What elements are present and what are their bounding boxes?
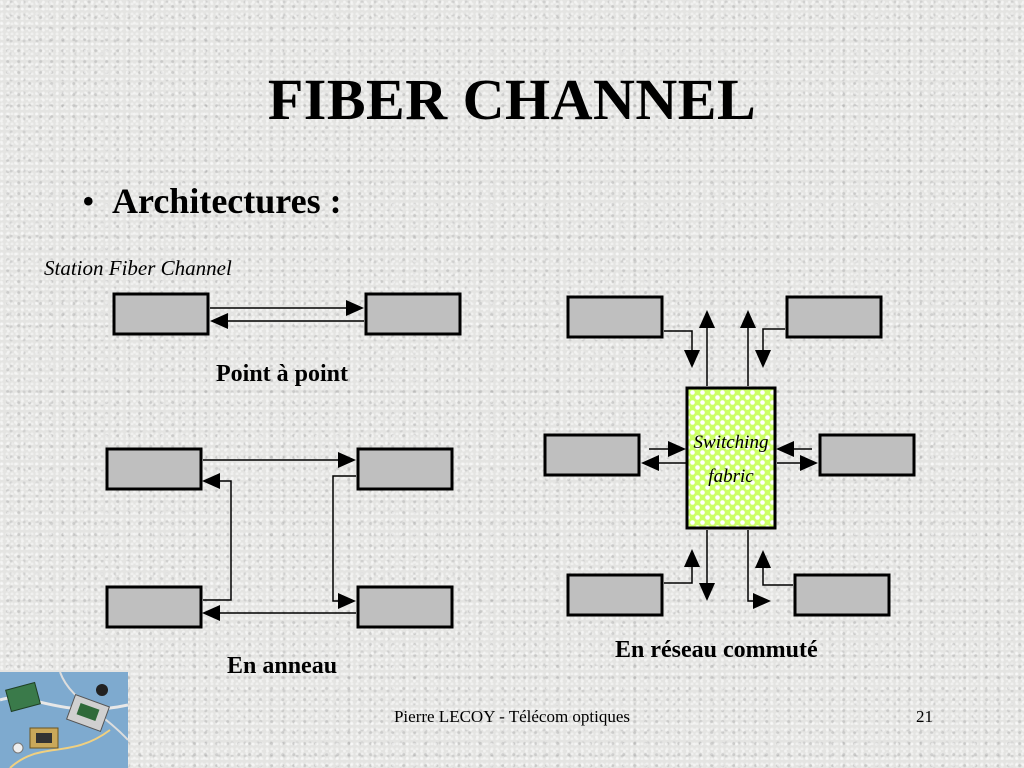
station-box bbox=[105, 585, 203, 629]
bullet-text: Architectures : bbox=[112, 181, 342, 221]
station-caption: Station Fiber Channel bbox=[44, 256, 232, 280]
link-arrow bbox=[202, 605, 356, 621]
label-point-to-point: Point à point bbox=[216, 361, 349, 387]
label-ring: En anneau bbox=[227, 653, 338, 679]
switched-network-diagram: Switching fabric bbox=[543, 295, 916, 617]
slide-title: FIBER CHANNEL bbox=[267, 67, 757, 132]
footer-author: Pierre LECOY - Télécom optiques bbox=[393, 707, 631, 726]
link-arrow bbox=[203, 452, 356, 468]
link-arrow bbox=[202, 473, 232, 601]
station-box bbox=[785, 295, 883, 339]
link-arrow bbox=[747, 530, 771, 609]
station-box bbox=[793, 573, 891, 617]
optical-components-photo bbox=[0, 671, 129, 768]
link-arrow bbox=[755, 550, 793, 586]
link-arrow bbox=[699, 310, 715, 386]
station-box bbox=[356, 447, 454, 491]
label-switched-network: En réseau commuté bbox=[615, 637, 818, 663]
link-arrow bbox=[755, 328, 785, 368]
link-arrow bbox=[699, 530, 715, 601]
station-box bbox=[105, 447, 203, 491]
station-box bbox=[112, 292, 210, 336]
bullet-architectures: • Architectures : bbox=[82, 180, 342, 222]
link-arrow bbox=[210, 300, 364, 316]
link-arrow bbox=[664, 549, 700, 584]
switching-fabric-box bbox=[685, 386, 777, 530]
link-arrow bbox=[777, 455, 818, 471]
page-number: 21 bbox=[916, 707, 933, 726]
bullet-icon: • bbox=[82, 181, 95, 221]
station-box bbox=[356, 585, 454, 629]
station-box bbox=[566, 295, 664, 339]
station-box bbox=[543, 433, 641, 477]
ring-diagram bbox=[105, 447, 454, 629]
station-box bbox=[818, 433, 916, 477]
link-arrow bbox=[641, 455, 686, 471]
link-arrow bbox=[664, 330, 700, 368]
link-arrow bbox=[776, 441, 812, 457]
link-arrow bbox=[332, 475, 356, 609]
link-arrow bbox=[740, 310, 756, 386]
switching-fabric-label: fabric bbox=[708, 466, 754, 487]
link-arrow bbox=[649, 441, 686, 457]
station-box bbox=[566, 573, 664, 617]
point-to-point-diagram bbox=[112, 292, 462, 336]
station-box bbox=[364, 292, 462, 336]
link-arrow bbox=[210, 313, 364, 329]
switching-fabric-label: Switching bbox=[694, 432, 769, 453]
